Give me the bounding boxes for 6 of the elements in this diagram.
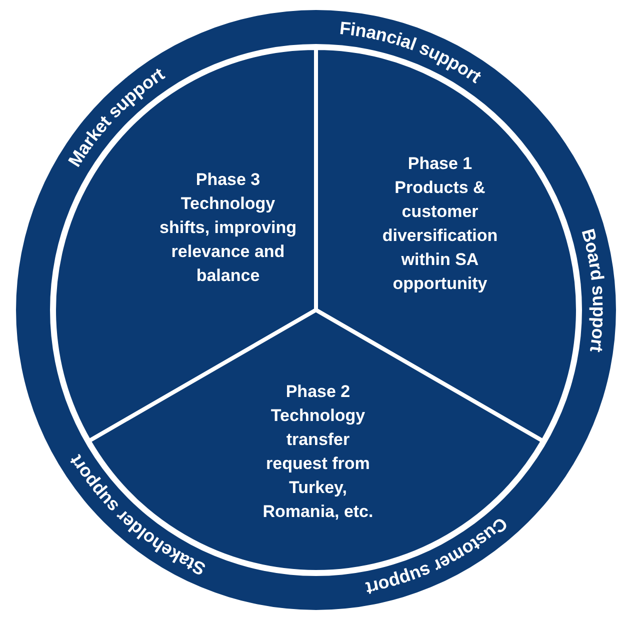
phase-description: Technology transfer request from Turkey, Romania, etc. xyxy=(262,405,374,523)
phase-description: Technology shifts, improving relevance and balance xyxy=(158,193,298,287)
phase-heading: Phase 2 xyxy=(284,381,352,403)
phase-description: Products & customer diversification within SA opportunity xyxy=(381,177,499,295)
phase-heading: Phase 1 xyxy=(406,153,474,175)
phase-heading: Phase 3 xyxy=(194,169,262,191)
